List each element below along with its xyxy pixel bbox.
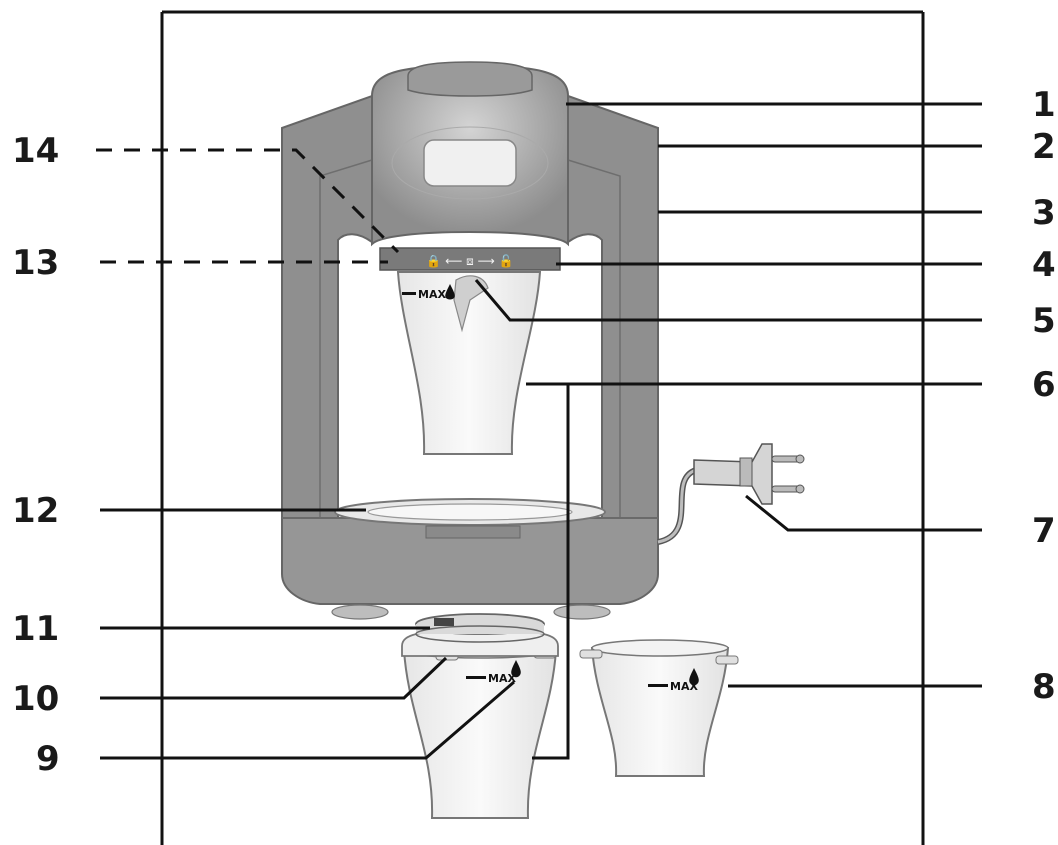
spare-container-body: [590, 647, 730, 777]
spare-container-tab-left: [579, 649, 603, 659]
leader-5: [474, 279, 982, 322]
callout-13: 13: [12, 243, 59, 283]
max-drop-lidded: [511, 660, 521, 678]
callout-10: 10: [12, 679, 59, 719]
appliance-body: 🔒 ⟵ ⧈ ⟶ 🔓 MAX: [281, 61, 805, 620]
spare-container-rim: [591, 639, 729, 657]
callout-6: 6: [1032, 365, 1056, 405]
leader-9: [100, 680, 515, 760]
front-window-ring: [391, 126, 549, 200]
foot-right: [553, 604, 611, 620]
lidded-container-body: [402, 649, 558, 819]
callout-12: 12: [12, 491, 59, 531]
callout-numbers: 1 2 3 4 5 6 7 8 9 10 11 12 13 14: [12, 85, 1056, 779]
callout-11: 11: [12, 609, 59, 649]
callout-7: 7: [1032, 511, 1056, 551]
drip-tray-notch: [425, 525, 521, 539]
callout-1: 1: [1032, 85, 1056, 125]
front-window: [423, 139, 517, 187]
left-pillar: [281, 94, 373, 521]
lid-top-cap-side: [416, 624, 544, 634]
max-drop-mounted: [445, 284, 455, 300]
callout-4: 4: [1032, 245, 1056, 285]
right-pillar: [567, 94, 659, 521]
max-marker-lidded: [466, 676, 486, 679]
power-cord-core: [657, 468, 697, 544]
callout-14: 14: [12, 131, 59, 171]
leader-6-drop: [532, 384, 570, 760]
leader-14: [96, 148, 400, 254]
max-label-lidded: MAX: [488, 672, 516, 685]
max-marker-mounted: [402, 292, 416, 295]
foot-left: [331, 604, 389, 620]
top-button: [407, 61, 533, 97]
power-plug: [693, 443, 805, 505]
lid-top-cap-bottom: [415, 625, 545, 643]
lock-symbols: 🔒 ⟵ ⧈ ⟶ 🔓: [426, 254, 513, 268]
container-with-lid: MAX: [401, 613, 559, 819]
leader-lines: [96, 102, 982, 760]
callout-2: 2: [1032, 127, 1056, 167]
callout-3: 3: [1032, 193, 1056, 233]
callout-8: 8: [1032, 667, 1056, 707]
spare-container: MAX: [579, 639, 739, 777]
spare-container-tab-right: [715, 655, 739, 665]
base-plate: [281, 517, 659, 605]
mounted-container: [396, 271, 542, 455]
leader-7: [745, 494, 982, 532]
blade: [453, 275, 489, 333]
max-label-mounted: MAX: [418, 288, 446, 301]
leader-10: [100, 656, 448, 700]
max-drop-spare: [689, 668, 699, 686]
callout-5: 5: [1032, 301, 1056, 341]
max-marker-spare: [648, 684, 668, 687]
drip-tray-inner: [367, 503, 573, 521]
lid-top-cap-notch: [434, 618, 454, 626]
right-pillar-inner-edge: [567, 159, 621, 520]
callout-9: 9: [36, 739, 60, 779]
